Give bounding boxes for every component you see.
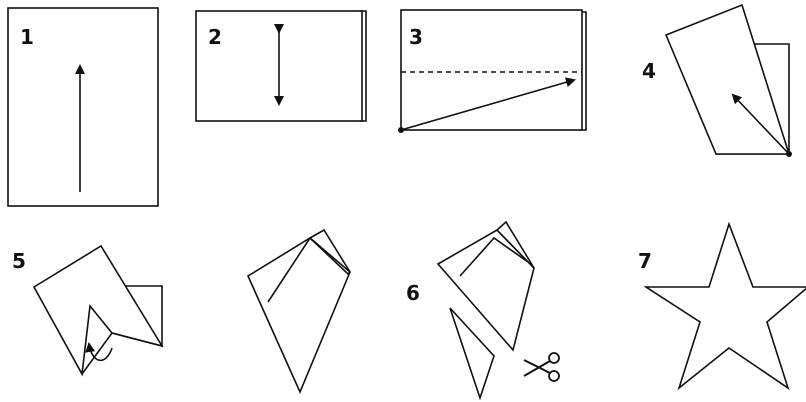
step-2-panel: 2 [195, 10, 367, 122]
curved-arrow-icon [85, 342, 113, 362]
paper-sheet [7, 7, 159, 207]
corner-point [398, 127, 404, 133]
step-5b-panel [246, 228, 352, 395]
corner-point [786, 151, 792, 157]
step-5-panel: 5 [12, 244, 164, 377]
fold-crease [267, 236, 351, 303]
folded-flap [495, 220, 535, 269]
step-number: 4 [642, 59, 656, 83]
fold-arrow-icon [731, 93, 790, 155]
scissors-icon [523, 352, 560, 382]
step-number: 7 [638, 249, 652, 273]
step-4-panel: 4 [642, 3, 792, 157]
step-number: 6 [406, 281, 420, 305]
step-3-panel: 3 [398, 9, 587, 133]
cut-off-piece [449, 307, 495, 401]
folded-paper [400, 9, 583, 131]
step-number: 3 [409, 25, 423, 49]
step-6-panel: 6 [406, 220, 560, 401]
step-number: 2 [208, 25, 222, 49]
fold-crease [81, 332, 163, 375]
step-1-panel: 1 [7, 7, 159, 207]
step-number: 1 [20, 25, 34, 49]
fold-crease [459, 236, 529, 277]
step-7-panel: 7 [638, 221, 806, 391]
step-number: 5 [12, 249, 26, 273]
star-icon [643, 221, 806, 391]
fold-arrow-icon [400, 77, 576, 131]
